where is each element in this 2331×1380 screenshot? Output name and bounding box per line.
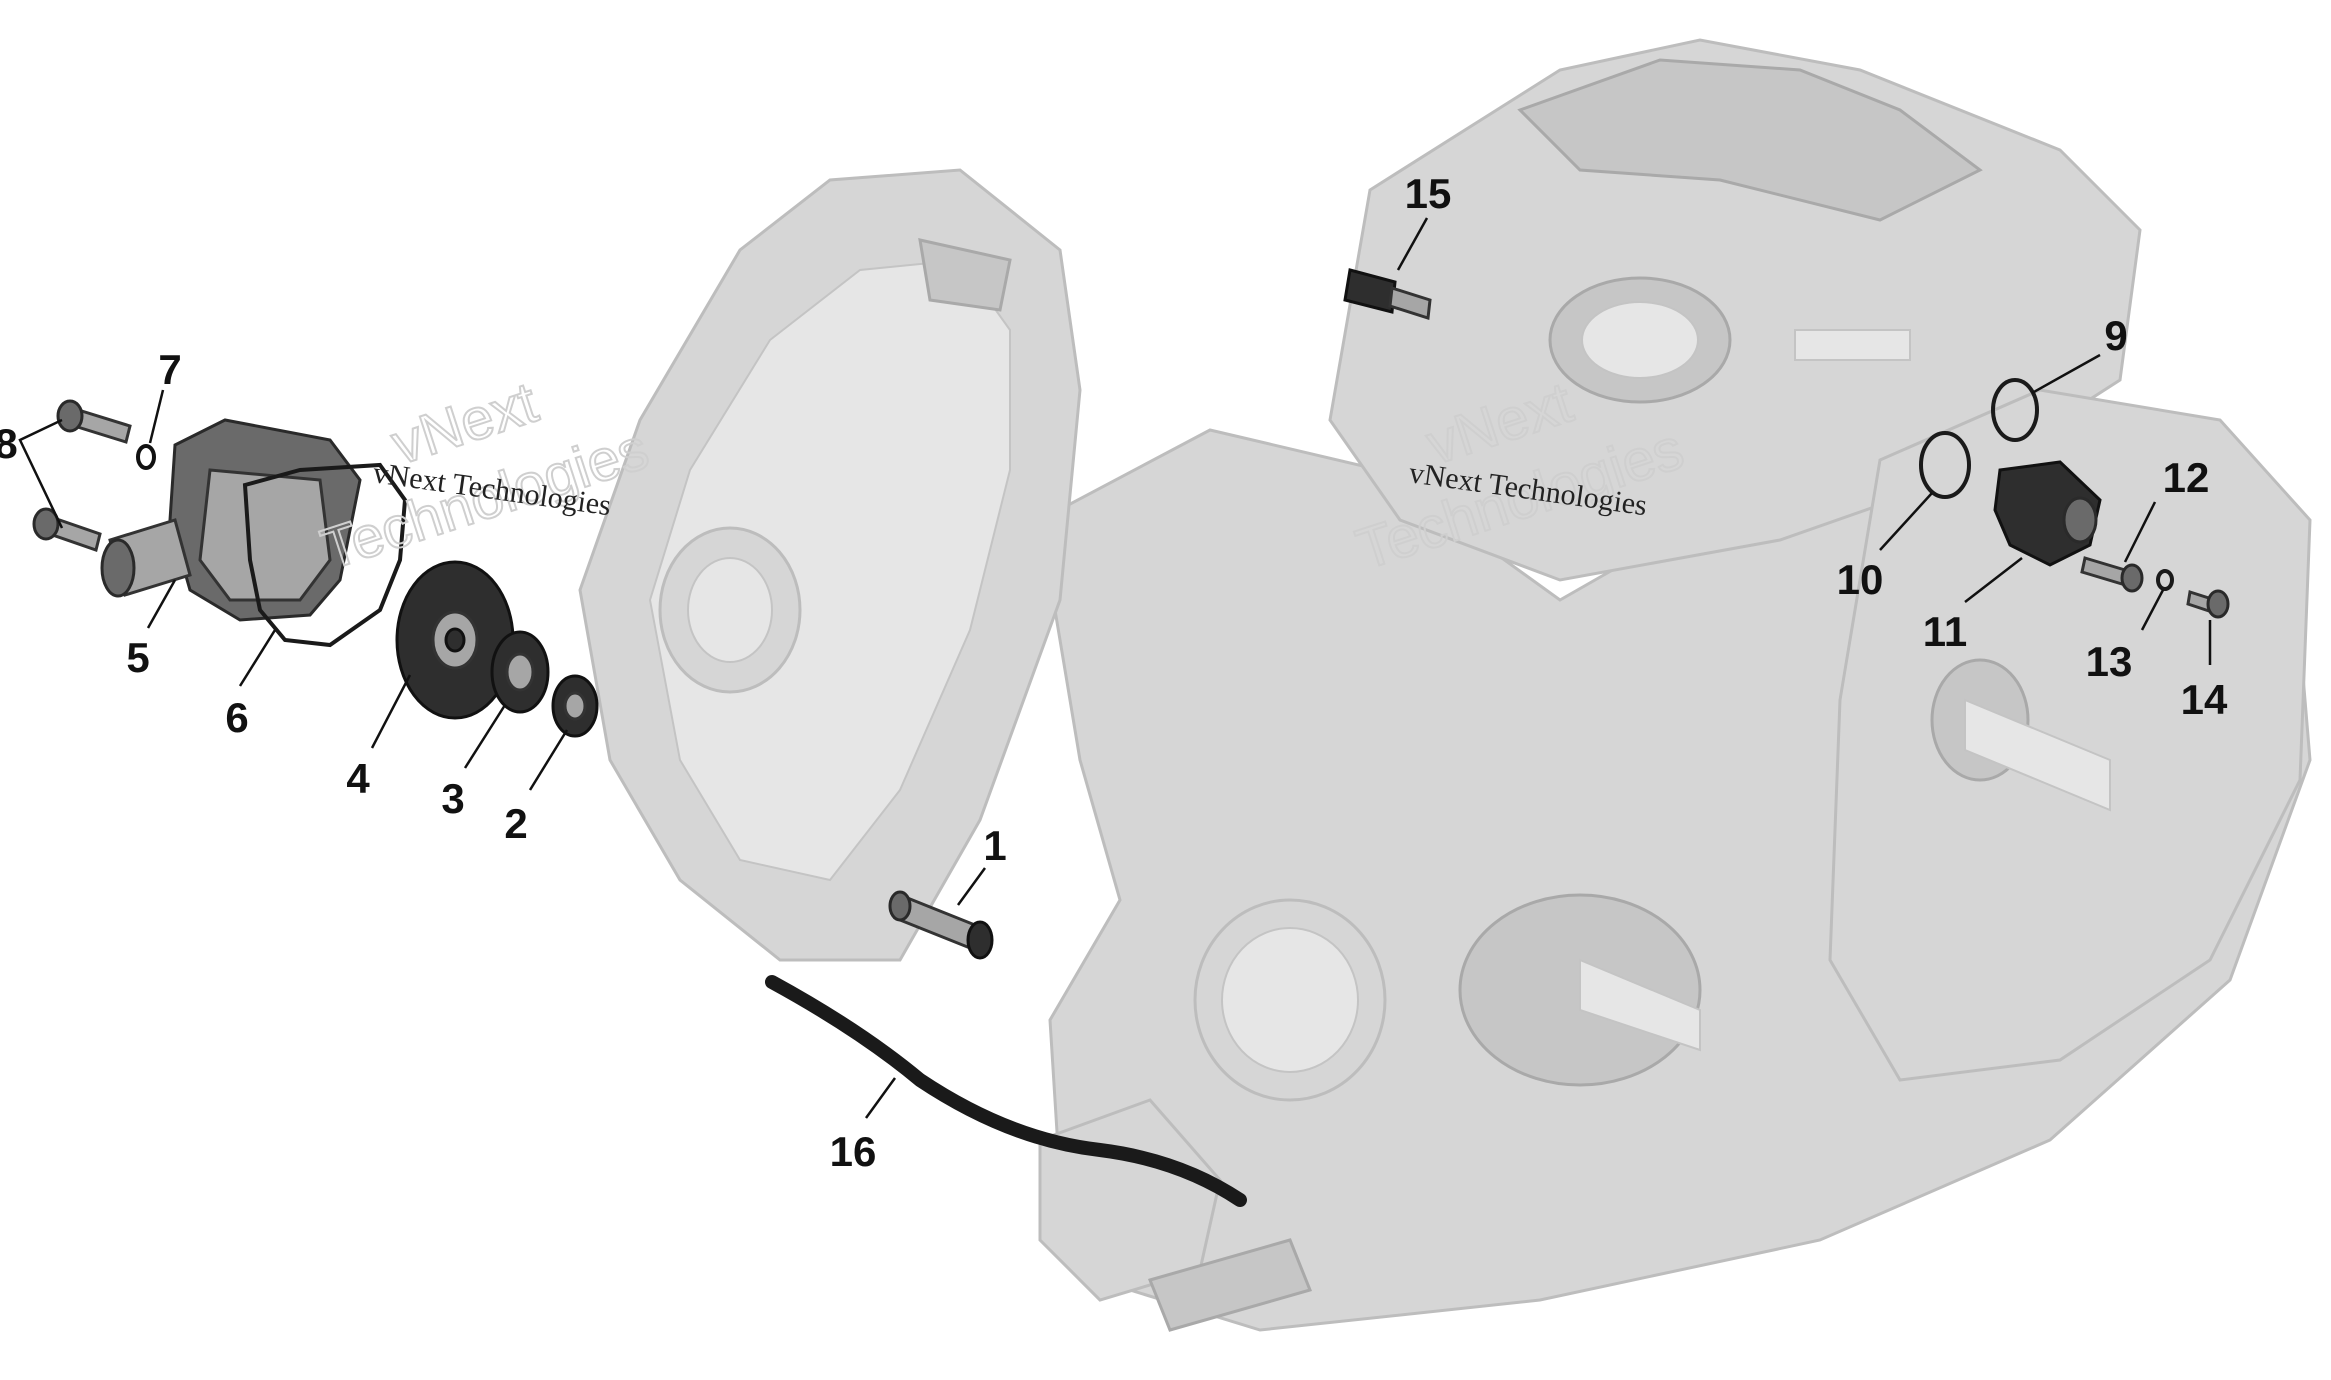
- part-8-bolts: [32, 399, 132, 552]
- part-6-gasket: [242, 462, 408, 648]
- callout-9: 9: [2104, 312, 2127, 359]
- cast-plate-ghost: [1794, 329, 1911, 361]
- callout-labels: 1 2 3 4 5 6 7 8 9 10 11 12 13 14 15 16: [0, 170, 2228, 1175]
- callout-10: 10: [1837, 556, 1884, 603]
- part-14-bolt: [2186, 589, 2230, 619]
- leader-9: [2031, 353, 2101, 395]
- part-13-washer: [2156, 569, 2174, 591]
- leader-11: [1964, 557, 2023, 603]
- leader-15: [1396, 217, 1429, 271]
- part-10-o-ring: [1919, 431, 1971, 499]
- leader-1: [956, 867, 987, 906]
- callout-15: 15: [1405, 170, 1452, 217]
- spline-shaft-ghost: [1147, 1238, 1313, 1332]
- callout-8: 8: [0, 420, 18, 467]
- valve-cover-ghost: [1517, 58, 1983, 222]
- callout-6: 6: [225, 694, 248, 741]
- cast-logo-ghost: [918, 238, 1012, 312]
- part-9-o-ring: [1991, 378, 2039, 442]
- callout-14: 14: [2181, 676, 2228, 723]
- callout-2: 2: [504, 800, 527, 847]
- leader-4: [370, 674, 412, 749]
- callout-16: 16: [830, 1128, 877, 1175]
- leader-10: [1879, 492, 1933, 551]
- leader-3: [463, 704, 507, 769]
- part-4-impeller: [395, 560, 515, 720]
- part-11-thermostat-housing: [1993, 460, 2102, 567]
- output-shaft-ghost: [1964, 698, 2111, 812]
- callout-12: 12: [2163, 454, 2210, 501]
- crank-shaft-ghost: [1579, 958, 1701, 1052]
- leader-13: [2140, 589, 2165, 631]
- side-cover-face: [648, 258, 1011, 882]
- part-5-pump-housing: [100, 418, 362, 622]
- leader-16: [864, 1077, 897, 1119]
- part-2-bearing: [551, 674, 599, 738]
- leader-2: [528, 729, 569, 791]
- engine-block-ghost: [1038, 38, 2312, 1332]
- drum-inner: [1221, 927, 1359, 1073]
- pump-seat-inner: [687, 557, 773, 663]
- part-16-hose: [765, 975, 1247, 1207]
- part-12-bolt: [2080, 556, 2144, 593]
- intake-port-inner: [1581, 301, 1699, 379]
- part-3-seal: [490, 630, 550, 714]
- callout-4: 4: [346, 755, 370, 802]
- callout-13: 13: [2086, 638, 2133, 685]
- part-15-sensor: [1343, 268, 1432, 320]
- part-7-o-ring: [136, 444, 156, 470]
- callout-1: 1: [983, 822, 1006, 869]
- leader-12: [2123, 501, 2157, 563]
- callout-5: 5: [126, 634, 149, 681]
- right-cover-ghost: [1828, 388, 2312, 1082]
- side-cover-ghost: [578, 168, 1082, 962]
- callout-7: 7: [158, 346, 181, 393]
- leader-8: [18, 418, 64, 529]
- callout-11: 11: [1923, 608, 1967, 655]
- part-1-shaft: [888, 890, 994, 960]
- leader-6: [238, 629, 277, 687]
- leader-5: [146, 579, 177, 629]
- leader-7: [148, 389, 165, 444]
- callout-3: 3: [441, 775, 464, 822]
- leader-lines: [18, 217, 2212, 1119]
